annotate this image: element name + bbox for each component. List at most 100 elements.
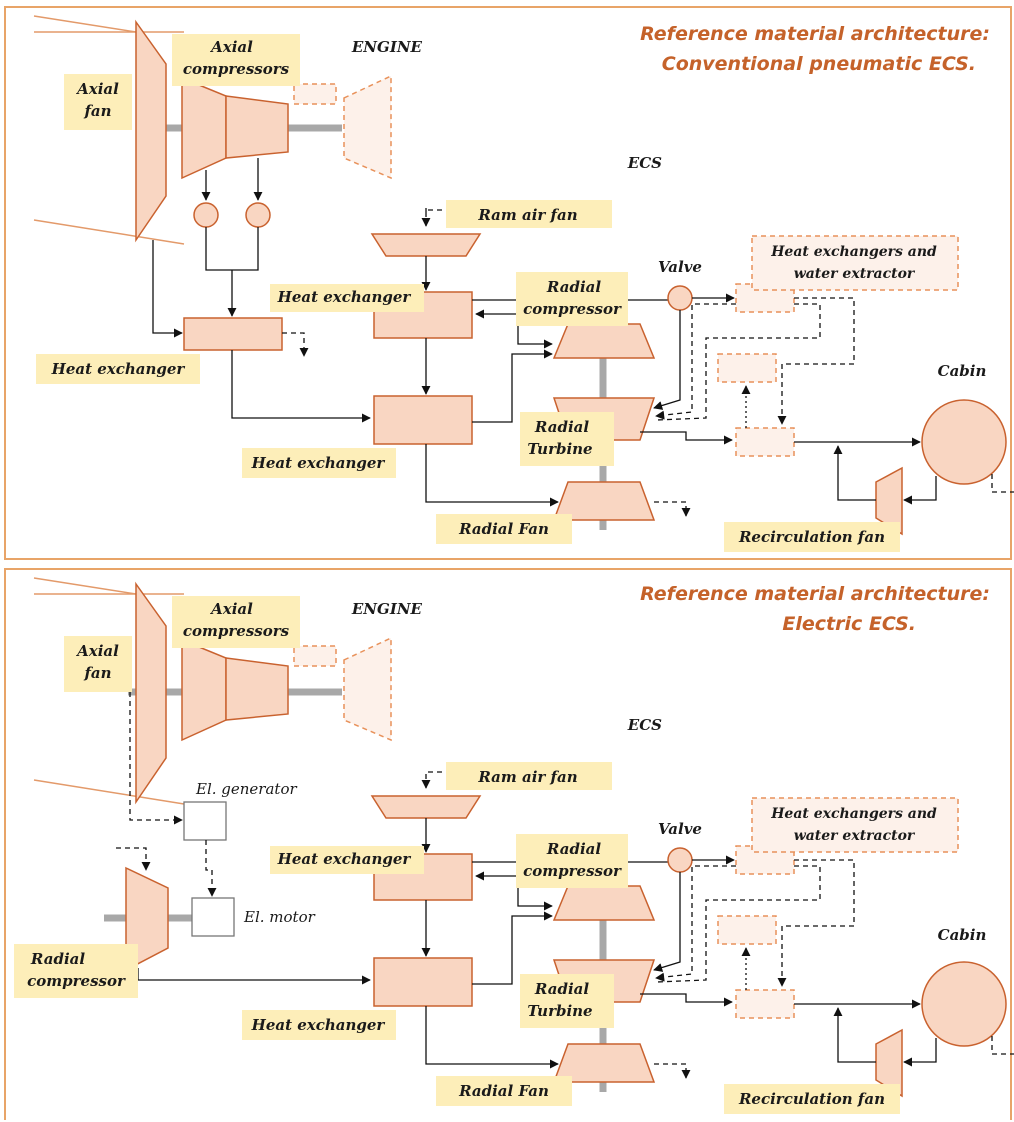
label-radial-compressor-left-2: compressor [27, 972, 126, 990]
label-el-generator: El. generator [195, 780, 297, 798]
label-axial-fan-2: fan [83, 664, 111, 682]
mixer-ghost [735, 427, 795, 457]
label-bg-axial-fan [64, 74, 132, 130]
cabin-to-recirc-fan [903, 1038, 937, 1067]
secondary-hx-to-compressor [472, 349, 553, 423]
label-engine: ENGINE [351, 38, 423, 56]
shaft-to-generator [129, 692, 183, 825]
title-line1: Reference material architecture: [640, 583, 990, 605]
bleed-port-lp [193, 202, 219, 228]
label-bg-hx-top [270, 846, 424, 874]
valve-bypass-to-turbine [653, 310, 681, 410]
ram-inlet [421, 771, 442, 789]
label-heat-exchanger-top: Heat exchanger [277, 850, 412, 868]
label-axial-compressors-1: Axial [209, 38, 253, 56]
label-bg-axial-compressors [172, 596, 300, 648]
label-hx-water-2: water extractor [794, 828, 916, 844]
ram-air-fan [370, 233, 482, 257]
label-bg-hx-bottom [242, 1010, 396, 1040]
label-bg-hx-top [270, 284, 424, 312]
label-axial-compressors-1: Axial [209, 600, 253, 618]
label-axial-fan-1: Axial [75, 642, 119, 660]
axial-fan [135, 19, 167, 243]
label-cabin: Cabin [938, 362, 987, 380]
label-bg-radial-fan [436, 514, 572, 544]
label-bg-radial-turbine [520, 974, 614, 1028]
compressor-to-secondary-hx [137, 968, 371, 985]
turbine-to-mixer [640, 431, 733, 445]
label-axial-compressors-2: compressors [183, 60, 290, 78]
cabin-outflow [991, 474, 1014, 493]
fan-air-to-precooler [152, 240, 183, 338]
bleed-port-hp [245, 202, 271, 228]
label-valve: Valve [658, 258, 702, 276]
cabin [921, 961, 1007, 1047]
secondary-heat-exchanger [373, 395, 473, 445]
label-radial-fan: Radial Fan [458, 1082, 549, 1100]
label-heat-exchanger-left: Heat exchanger [51, 360, 186, 378]
title-line2: Conventional pneumatic ECS. [662, 53, 976, 75]
label-recirculation-fan: Recirculation fan [738, 528, 885, 546]
axial-fan [135, 581, 167, 805]
reheater-to-turbine [655, 303, 736, 420]
reheater-to-turbine [655, 865, 736, 982]
label-heat-exchanger-bottom: Heat exchanger [251, 454, 386, 472]
label-radial-compressor-left-1: Radial [30, 950, 85, 968]
label-radial-turbine-1: Radial [534, 418, 589, 436]
label-ecs: ECS [627, 154, 662, 172]
axial-compressor-lp [181, 638, 227, 742]
label-hx-water-1: Heat exchangers and [770, 806, 937, 822]
label-recirculation-fan: Recirculation fan [738, 1090, 885, 1108]
diagram-canvas-bottom: Reference material architecture: Electri… [14, 577, 1014, 1114]
turbine-ghost [343, 636, 392, 742]
label-bg-hx-bottom [242, 448, 396, 478]
radial-compressor [552, 885, 656, 921]
combustor-ghost [293, 83, 337, 105]
label-box-hx-water [751, 797, 959, 853]
label-bg-radial-compressor [516, 834, 628, 888]
label-radial-compressor-2: compressor [523, 862, 622, 880]
reheater-to-condenser [777, 859, 855, 987]
secondary-heat-exchanger [373, 957, 473, 1007]
label-heat-exchanger-top: Heat exchanger [277, 288, 412, 306]
nacelle-inlet [33, 577, 137, 595]
label-radial-compressor-1: Radial [546, 840, 601, 858]
nacelle-inlet [33, 15, 137, 33]
axial-compressor-hp [225, 657, 289, 721]
secondary-hx-to-compressor [472, 911, 553, 985]
axial-compressor-hp [225, 95, 289, 159]
label-bg-recirculation-fan [724, 522, 900, 552]
label-bg-ram-air-fan [446, 762, 612, 790]
condenser-loop [655, 865, 821, 983]
title-line2: Electric ECS. [782, 613, 916, 635]
label-bg-hx-left [36, 354, 200, 384]
label-radial-turbine-2: Turbine [527, 1002, 592, 1020]
label-bg-radial-compressor [516, 272, 628, 326]
precooler-to-secondary-hx [231, 350, 371, 423]
combustor-ghost [293, 645, 337, 667]
label-axial-fan-2: fan [83, 102, 111, 120]
cabin-outflow [991, 1036, 1014, 1055]
valve [667, 285, 693, 311]
recirc-to-mixer [833, 1007, 876, 1063]
turbine-to-mixer [640, 993, 733, 1007]
radial-fan-exhaust [654, 501, 691, 517]
axial-compressor-lp [181, 76, 227, 180]
title-line1: Reference material architecture: [640, 23, 990, 45]
ram-inlet [421, 209, 442, 227]
valve [667, 847, 693, 873]
diagram-electric-ecs: Reference material architecture: Electri… [4, 568, 1014, 1120]
label-hx-water-1: Heat exchangers and [770, 244, 937, 260]
nacelle-bottom [33, 779, 185, 805]
diagram-canvas-top: Reference material architecture: Convent… [33, 15, 1014, 552]
ram-to-radial-fan [425, 444, 559, 507]
label-bg-axial-compressors [172, 34, 300, 86]
turbine-ghost [343, 74, 392, 180]
label-engine: ENGINE [351, 600, 423, 618]
mixer-ghost [735, 989, 795, 1019]
label-hx-water-2: water extractor [794, 266, 916, 282]
radial-fan-exhaust [654, 1063, 691, 1079]
recirculation-fan [875, 466, 903, 536]
label-cabin: Cabin [938, 926, 987, 944]
radial-compressor [552, 323, 656, 359]
